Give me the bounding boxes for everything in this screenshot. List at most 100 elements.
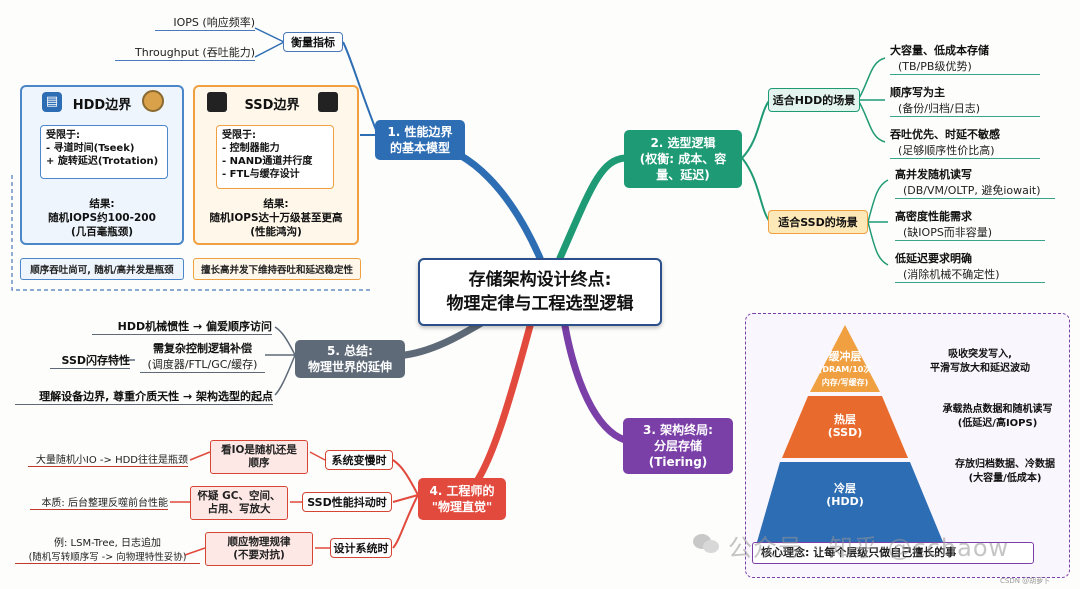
hot-tier-name: 热层 xyxy=(834,413,856,426)
ssd-scene-label: 适合SSD的场景 xyxy=(768,210,868,234)
ssd-limit-nand: - NAND通道并行度 xyxy=(222,156,313,167)
cold-tier-sub: (HDD) xyxy=(826,495,864,508)
hdd-scene-item: 大容量、低成本存储 (TB/PB级优势) xyxy=(890,42,1040,75)
hdd-scene-item: 顺序写为主 (备份/归档/日志) xyxy=(890,84,1040,117)
hdd-title: HDD边界 xyxy=(72,98,132,113)
hdd-scene-item-sub: (TB/PB级优势) xyxy=(890,58,1040,75)
ssd-scene-item-sub: (消除机械不确定性) xyxy=(895,266,1045,283)
follow-physics: 顺应物理规律 (不要对抗) xyxy=(205,532,313,566)
chip-icon xyxy=(207,92,227,112)
ssd-result-gap: (性能鸿沟) xyxy=(250,226,302,238)
buffer-tier-sub1: (DRAM/10次 xyxy=(818,365,872,374)
topic-summary: 5. 总结: 物理世界的延伸 xyxy=(295,340,405,378)
summary-ssd-detail-line2: (调度器/FTL/GC/缓存) xyxy=(147,358,258,371)
topic3-line1: 3. 架构终局: xyxy=(643,423,713,437)
ssd-scene-item-sub: (缺IOPS而非容量) xyxy=(895,224,1045,241)
ssd-limit-controller: - 控制器能力 xyxy=(222,143,280,154)
buffer-tier-sub2: 内存/写缓存) xyxy=(821,378,869,387)
ssd-scene-item: 高密度性能需求 (缺IOPS而非容量) xyxy=(895,208,1045,241)
ssd-scene-item-title: 高并发随机读写 xyxy=(895,168,972,181)
topic5-line2: 物理世界的延伸 xyxy=(307,360,392,374)
ssd-note: 擅长高并发下维持吞吐和延迟稳定性 xyxy=(193,258,361,280)
central-topic: 存储架构设计终点: 物理定律与工程选型逻辑 xyxy=(418,258,662,326)
hdd-icon: ▤ xyxy=(42,92,62,112)
suspect-gc-line1: 怀疑 GC、空间、 xyxy=(197,490,281,502)
hdd-result: 结果: 随机IOPS约100-200 (几百毫瓶颈) xyxy=(22,197,182,239)
leaf-random-io: 大量随机小IO -> HDD往往是瓶颈 xyxy=(28,451,188,467)
follow-physics-line2: (不要对抗) xyxy=(233,549,285,561)
hdd-scene-item-sub: (足够顺序性价比高) xyxy=(890,142,1040,159)
cold-desc-line2: (大容量/低成本) xyxy=(968,473,1042,484)
summary-ssd-label: SSD闪存特性 xyxy=(50,352,130,369)
hot-desc-line2: (低延迟/高IOPS) xyxy=(957,418,1038,429)
topic3-line3: (Tiering) xyxy=(648,455,708,469)
topic-tiering: 3. 架构终局: 分层存储 (Tiering) xyxy=(623,418,733,474)
central-title-line2: 物理定律与工程选型逻辑 xyxy=(446,294,634,314)
topic-engineer-intuition: 4. 工程师的 "物理直觉" xyxy=(418,478,506,520)
hdd-limit-rotation: + 旋转延迟(Trotation) xyxy=(46,156,159,167)
topic-selection-logic: 2. 选型逻辑 (权衡: 成本、容 量、延迟) xyxy=(624,130,742,188)
cold-tier: 冷层 (HDD) xyxy=(810,482,880,508)
topic4-line2: "物理直觉" xyxy=(431,500,493,514)
metric-throughput: Throughput (吞吐能力) xyxy=(115,44,255,61)
metrics-label: 衡量指标 xyxy=(283,32,343,52)
branch-ssd-jitter: SSD性能抖动时 xyxy=(302,492,392,512)
ssd-result: 结果: 随机IOPS达十万级甚至更高 (性能鸿沟) xyxy=(195,197,357,239)
ssd-limit-ftl: - FTL与缓存设计 xyxy=(222,169,300,180)
storage-pyramid xyxy=(757,325,943,542)
watermark: 公众号 · 知乎 @cchaow xyxy=(728,534,1010,562)
check-io-line2: 顺序 xyxy=(248,457,270,469)
buffer-tier-desc: 吸收突发写入, 平滑写放大和延迟波动 xyxy=(905,348,1055,376)
topic1-line2: 的基本模型 xyxy=(389,141,450,155)
leaf-lsm-tree: 例: LSM-Tree, 日志追加 (随机写转顺序写 -> 向物理特性妥协) xyxy=(15,534,200,564)
hot-tier: 热层 (SSD) xyxy=(810,413,880,439)
ssd-scene-item-sub: (DB/VM/OLTP, 避免iowait) xyxy=(895,182,1055,199)
check-io-line1: 看IO是随机还是 xyxy=(221,444,297,456)
hdd-scene-item: 吞吐优先、时延不敏感 (足够顺序性价比高) xyxy=(890,126,1040,159)
metric-iops: IOPS (响应频率) xyxy=(155,14,255,31)
topic-performance-boundary: 1. 性能边界 的基本模型 xyxy=(375,120,465,160)
hot-tier-sub: (SSD) xyxy=(827,426,863,439)
hdd-result-bottleneck: (几百毫瓶颈) xyxy=(70,226,134,238)
summary-ssd-detail-line1: 需复杂控制逻辑补偿 xyxy=(153,342,252,355)
summary-ssd-detail: 需复杂控制逻辑补偿 (调度器/FTL/GC/缓存) xyxy=(140,340,265,373)
branch-design-system: 设计系统时 xyxy=(330,538,392,558)
summary-hdd: HDD机械惯性 → 偏爱顺序访问 xyxy=(92,318,272,335)
hdd-note: 顺序吞吐尚可, 随机/高并发是瓶颈 xyxy=(20,258,184,280)
hot-desc-line1: 承载热点数据和随机读写 xyxy=(942,404,1053,415)
wechat-icon xyxy=(693,532,723,556)
hdd-result-iops: 随机IOPS约100-200 xyxy=(48,212,156,224)
ssd-scene-item: 高并发随机读写 (DB/VM/OLTP, 避免iowait) xyxy=(895,166,1055,199)
leaf-background-gc: 本质: 后台整理反噬前台性能 xyxy=(30,494,168,510)
cold-desc-line1: 存放归档数据、冷数据 xyxy=(955,459,1055,470)
core-concept: 核心理念: 让每个层级只做自己擅长的事 xyxy=(752,542,1034,564)
hdd-limit-head: 受限于: xyxy=(46,130,80,141)
topic2-line2: (权衡: 成本、容 xyxy=(639,152,727,166)
topic2-line1: 2. 选型逻辑 xyxy=(650,136,716,150)
ssd-result-head: 结果: xyxy=(263,198,289,210)
hdd-scene-item-title: 顺序写为主 xyxy=(890,86,945,99)
follow-physics-line1: 顺应物理规律 xyxy=(227,536,291,548)
hdd-scene-label: 适合HDD的场景 xyxy=(768,88,860,112)
ssd-scene-item-title: 低延迟要求明确 xyxy=(895,252,972,265)
buffer-tier: 缓冲层 (DRAM/10次 内存/写缓存) xyxy=(810,350,880,389)
ssd-title: SSD边界 xyxy=(244,98,300,113)
leaf-lsm-line1: 例: LSM-Tree, 日志追加 xyxy=(54,538,161,549)
branch-system-slow: 系统变慢时 xyxy=(325,450,393,470)
hdd-scene-item-sub: (备份/归档/日志) xyxy=(890,100,1040,117)
disk-icon xyxy=(142,90,164,112)
ssd-scene-item-title: 高密度性能需求 xyxy=(895,210,972,223)
credit-text: CSDN @胡萝卜 xyxy=(1000,577,1051,585)
ssd-limit-head: 受限于: xyxy=(222,130,256,141)
buffer-tier-name: 缓冲层 xyxy=(828,350,862,363)
cold-tier-name: 冷层 xyxy=(834,482,856,495)
topic1-line1: 1. 性能边界 xyxy=(387,125,453,139)
buffer-desc-line2: 平滑写放大和延迟波动 xyxy=(930,363,1030,374)
chip-icon xyxy=(318,92,338,112)
hot-tier-desc: 承载热点数据和随机读写 (低延迟/高IOPS) xyxy=(930,403,1065,431)
topic4-line1: 4. 工程师的 xyxy=(429,484,495,498)
suspect-gc: 怀疑 GC、空间、 占用、写放大 xyxy=(190,486,288,520)
topic3-line2: 分层存储 xyxy=(653,439,702,453)
hdd-limits: 受限于: - 寻道时间(Tseek) + 旋转延迟(Trotation) xyxy=(40,125,168,179)
ssd-scene-item: 低延迟要求明确 (消除机械不确定性) xyxy=(895,250,1045,283)
